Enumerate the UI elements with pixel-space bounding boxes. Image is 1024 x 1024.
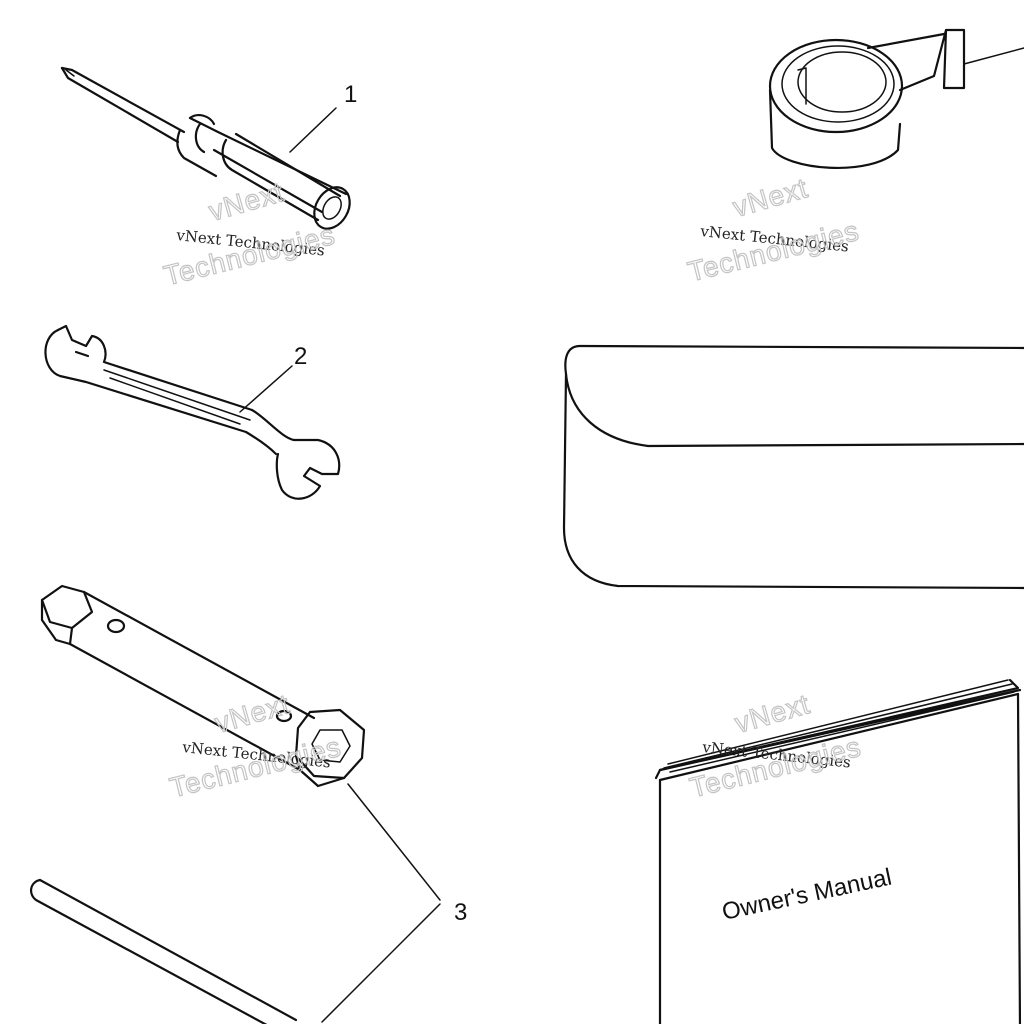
spark-plug-box-wrench <box>40 584 366 788</box>
watermark-group-2: vNext vNext Technologies Technologies <box>684 172 863 288</box>
leader-line-3b <box>321 903 441 1023</box>
watermark-group-1: vNext vNext Technologies Technologies <box>160 176 339 292</box>
leader-line-1 <box>289 107 337 153</box>
callout-1: 1 <box>344 81 357 108</box>
leader-line-4 <box>963 47 1024 65</box>
tommy-bar <box>30 878 298 1024</box>
strap-roll <box>768 28 966 170</box>
open-end-wrench <box>44 324 341 500</box>
manual-title: Owner's Manual <box>720 864 894 926</box>
owners-manual-book <box>654 678 1022 1024</box>
leader-line-3a <box>347 783 441 901</box>
watermark-big-top: vNext <box>729 172 811 223</box>
watermark-big-top: vNext <box>205 176 287 227</box>
screwdriver <box>60 66 351 230</box>
callout-2: 2 <box>294 343 307 370</box>
tool-pouch <box>562 344 1024 590</box>
leader-line-2 <box>239 365 293 413</box>
watermark-big-top: vNext <box>211 688 293 739</box>
callout-3: 3 <box>454 899 467 926</box>
